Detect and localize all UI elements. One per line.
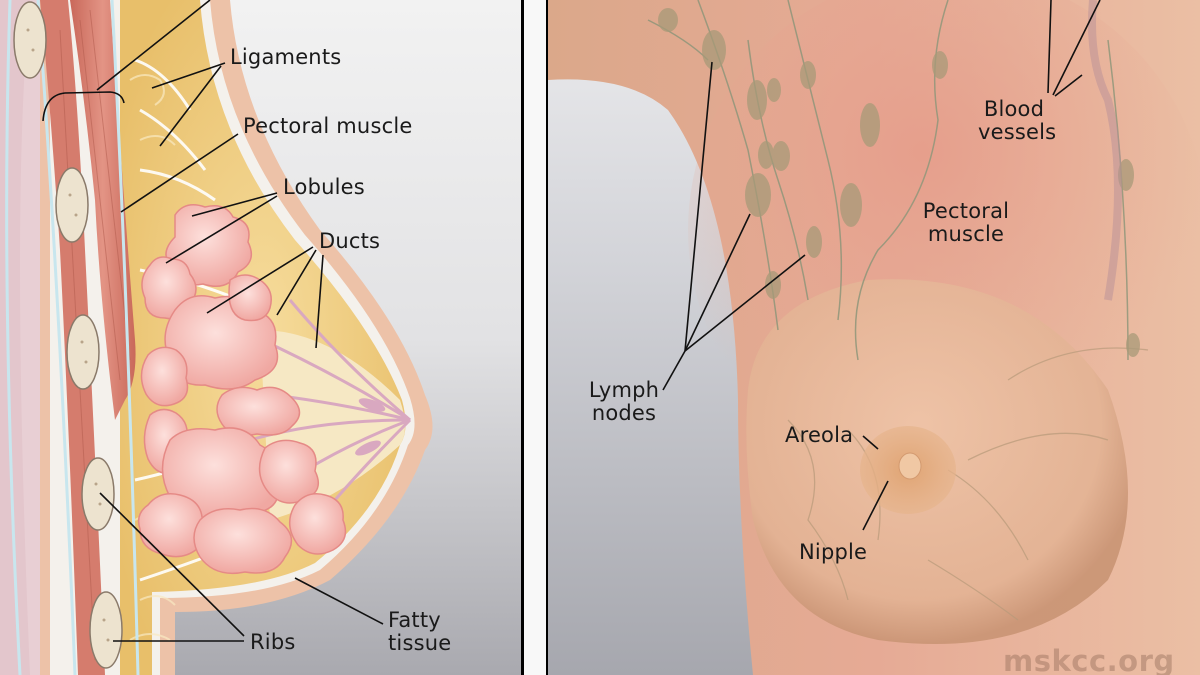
label-fatty-tissue: Fatty tissue	[388, 608, 452, 655]
lobules-shapes	[137, 204, 347, 575]
leader-lines-left	[42, 0, 384, 642]
label-pectoral-muscle-right: Pectoral muscle	[922, 199, 1010, 246]
lymph-nodes-shapes	[658, 8, 1140, 357]
cross-section-panel: Ligaments Pectoral muscle Lobules Ducts …	[0, 0, 521, 675]
label-ducts: Ducts	[319, 229, 381, 253]
panel-gap	[524, 0, 546, 675]
ribs-shapes	[13, 1, 123, 669]
panel-divider-right	[546, 0, 549, 675]
cross-section-illustration	[0, 0, 521, 675]
front-view-illustration	[548, 0, 1200, 675]
leader-lines-right	[662, 0, 1101, 531]
label-lobules: Lobules	[283, 175, 365, 199]
label-blood-vessels: Blood vessels	[978, 97, 1057, 144]
label-ligaments: Ligaments	[230, 45, 342, 69]
label-ribs: Ribs	[250, 630, 296, 654]
label-nipple: Nipple	[799, 540, 868, 564]
watermark-text: mskcc.org	[1003, 644, 1175, 675]
label-areola: Areola	[785, 423, 854, 447]
front-view-panel: Blood vessels Pectoral muscle Lymph node…	[548, 0, 1200, 675]
nipple-shape	[898, 452, 922, 480]
label-pectoral-muscle-left: Pectoral muscle	[243, 114, 413, 138]
panel-divider-left	[521, 0, 524, 675]
label-lymph-nodes: Lymph nodes	[588, 378, 660, 425]
